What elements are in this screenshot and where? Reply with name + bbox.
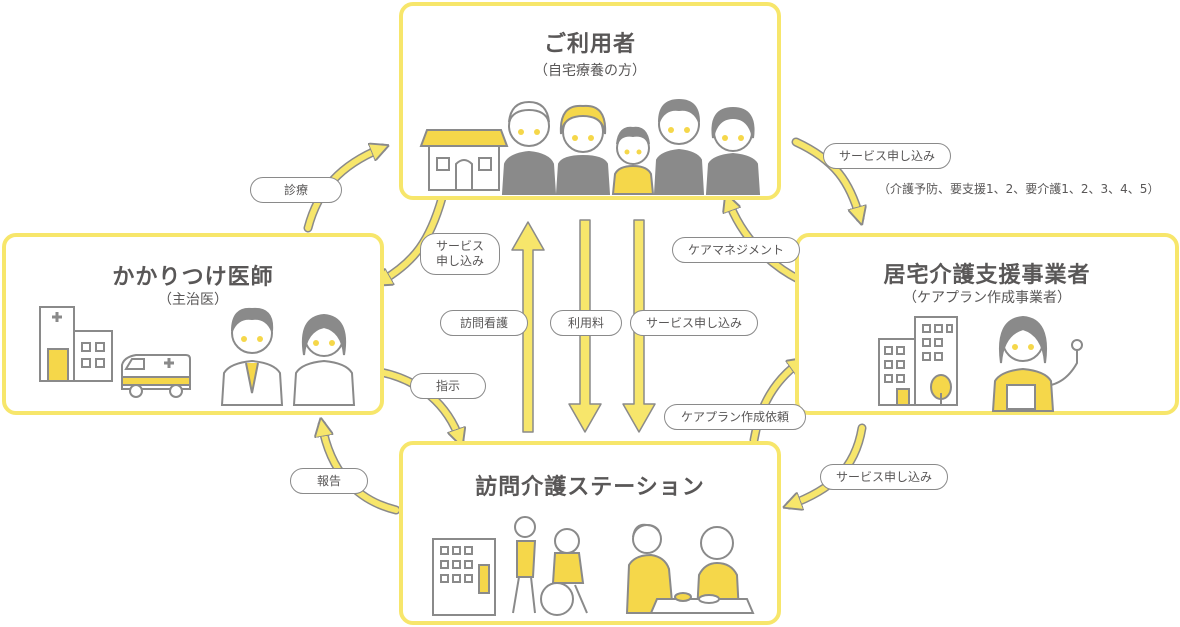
hospital-icon bbox=[39, 306, 113, 382]
care-manager-box: 居宅介護支援事業者 （ケアプラン作成事業者） bbox=[795, 233, 1179, 415]
label-shiji: 指示 bbox=[410, 373, 486, 399]
ambulance-icon bbox=[121, 354, 191, 398]
user-box: ご利用者 （自宅療養の方） bbox=[399, 2, 781, 200]
care-manager-icon bbox=[991, 315, 1083, 412]
label-careplan-request: ケアプラン作成依頼 bbox=[664, 404, 806, 430]
label-service-apply-bottom: サービス申し込み bbox=[820, 464, 948, 490]
label-hokoku: 報告 bbox=[290, 468, 368, 494]
house-icon bbox=[419, 129, 509, 191]
office-building-icon bbox=[878, 316, 958, 406]
meal-care-icon bbox=[625, 523, 755, 614]
care-manager-box-title: 居宅介護支援事業者 bbox=[883, 263, 1091, 288]
family-icon bbox=[501, 98, 761, 195]
label-service-apply-center: サービス申し込み bbox=[630, 310, 758, 336]
wheelchair-care-icon bbox=[512, 516, 588, 616]
label-homon-kango: 訪問看護 bbox=[440, 310, 528, 336]
doctor-box-title: かかりつけ医師 bbox=[112, 265, 274, 290]
arrow-station-to-user bbox=[511, 221, 545, 433]
label-service-apply-left: サービス 申し込み bbox=[420, 233, 500, 275]
user-box-subtitle: （自宅療養の方） bbox=[534, 63, 646, 79]
station-box: 訪問介護ステーション bbox=[399, 441, 781, 625]
doctor-box-subtitle: （主治医） bbox=[158, 292, 228, 308]
station-box-title: 訪問介護ステーション bbox=[475, 475, 705, 500]
doctors-icon bbox=[220, 307, 356, 406]
care-level-note: （介護予防、要支援1、2、要介護1、2、3、4、5） bbox=[878, 182, 1160, 196]
doctor-box: かかりつけ医師 （主治医） bbox=[2, 233, 384, 415]
care-manager-box-subtitle: （ケアプラン作成事業者） bbox=[903, 290, 1071, 306]
label-service-apply-right-top: サービス申し込み bbox=[823, 143, 951, 169]
label-shinryo: 診療 bbox=[250, 177, 342, 203]
user-box-title: ご利用者 bbox=[543, 32, 636, 57]
label-riyoryo: 利用料 bbox=[550, 310, 622, 336]
station-building-icon bbox=[432, 538, 496, 616]
label-care-management: ケアマネジメント bbox=[672, 237, 800, 263]
